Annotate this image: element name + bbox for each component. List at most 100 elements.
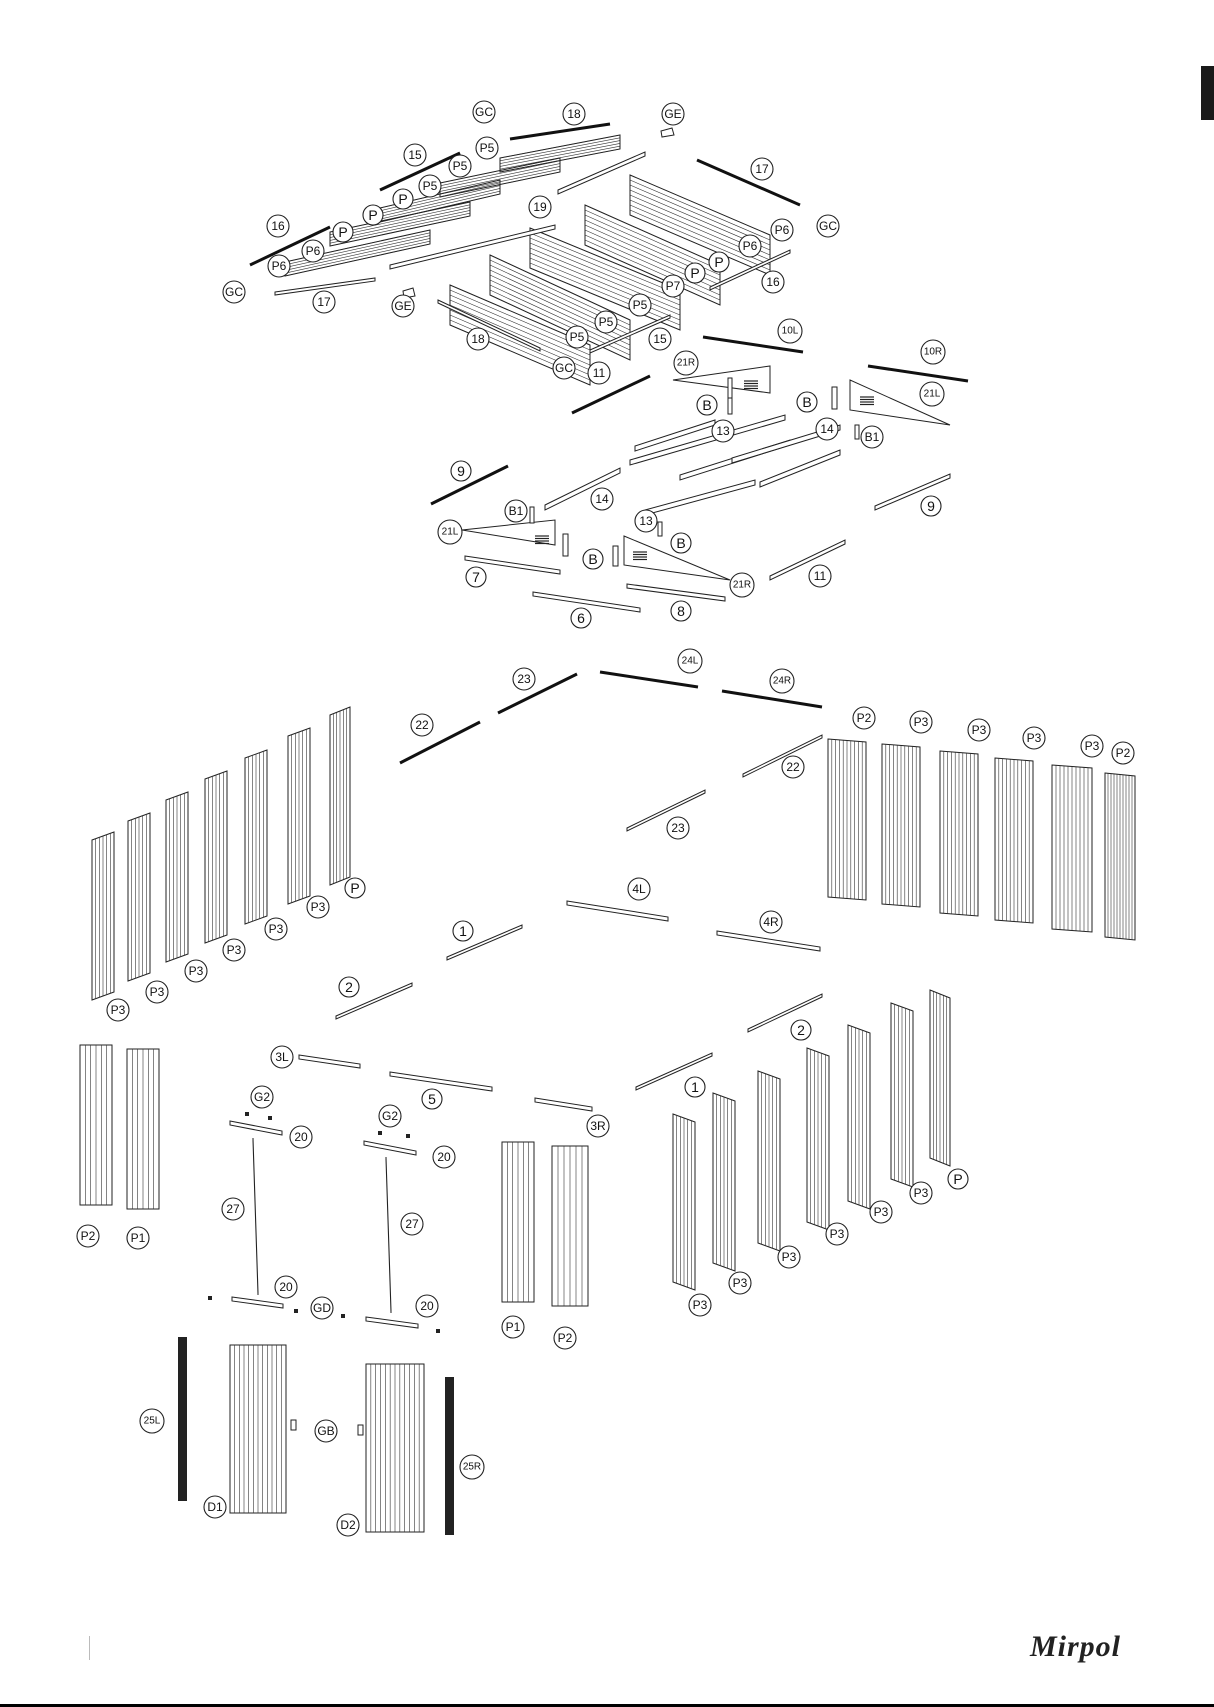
part-callout: P1: [501, 1315, 525, 1339]
part-callout: P2: [852, 706, 876, 730]
beam: [389, 1071, 493, 1092]
callout-label: 21R: [677, 358, 695, 369]
callout-label: 1: [691, 1079, 699, 1095]
part-callout: P6: [267, 254, 291, 278]
thick-bar: [721, 689, 823, 709]
roof-rib: [584, 234, 721, 296]
beam: [566, 900, 669, 922]
callout-circle: [267, 254, 291, 278]
roof-outline: [439, 157, 561, 198]
callout-circle: [648, 327, 672, 351]
part-callout: 20: [289, 1125, 313, 1149]
roof-rib: [449, 294, 591, 356]
gable-triangle: [623, 535, 731, 581]
wall-panel: [929, 989, 951, 1167]
callout-circle: [391, 294, 415, 318]
roof-rib: [629, 179, 771, 241]
part-callout: P: [684, 262, 706, 284]
beam: [634, 419, 716, 452]
callout-label: 9: [457, 463, 465, 479]
fastener: [406, 1134, 410, 1138]
callout-circle: [221, 1197, 245, 1221]
wall-panel: [827, 738, 867, 901]
part-callout: GB: [314, 1419, 338, 1443]
wall-panel: [165, 791, 189, 963]
part-callout: 2: [338, 976, 360, 998]
part-callout: 2: [790, 1019, 812, 1041]
callout-circle: [728, 1271, 752, 1295]
callout-circle: [869, 1200, 893, 1224]
roof-outline: [449, 284, 591, 386]
callout-circle: [362, 204, 384, 226]
wall-panel: [551, 1145, 589, 1307]
part-callout: P: [392, 188, 414, 210]
beam: [626, 789, 706, 832]
part-callout: 7: [465, 566, 487, 588]
callout-circle: [106, 998, 130, 1022]
callout-label: P: [398, 191, 407, 207]
wall-panel: [672, 1113, 696, 1291]
part-callout: P3: [967, 718, 991, 742]
part-callout: 22: [781, 755, 805, 779]
callout-label: P2: [558, 1331, 573, 1345]
callout-circle: [852, 706, 876, 730]
part-callout: B: [582, 548, 604, 570]
part-callout: 25L: [139, 1408, 165, 1434]
part-callout: 27: [221, 1197, 245, 1221]
callout-label: 14: [595, 492, 609, 506]
roof-rib: [329, 204, 471, 236]
bracket: [854, 424, 860, 440]
fastener: [245, 1112, 249, 1116]
part-callout: B1: [860, 425, 884, 449]
wall-panel: [126, 1048, 160, 1210]
fastener: [436, 1329, 440, 1333]
part-callout: P: [332, 221, 354, 243]
callout-label: 4R: [763, 915, 779, 929]
wall-panel: [806, 1047, 830, 1231]
part-callout: 14: [815, 417, 839, 441]
part-callout: 18: [562, 102, 586, 126]
roof-rib: [489, 284, 631, 351]
callout-label: 20: [279, 1280, 293, 1294]
callout-circle: [777, 318, 803, 344]
part-callout: 9: [450, 460, 472, 482]
footer-divider: [89, 1636, 90, 1660]
wall-panel: [329, 706, 351, 886]
callout-label: P3: [1085, 739, 1100, 753]
callout-label: P3: [874, 1205, 889, 1219]
roof-panel: [529, 227, 681, 331]
part-callout: 25R: [459, 1454, 485, 1480]
beam: [874, 473, 951, 511]
part-callout: 3R: [586, 1114, 610, 1138]
callout-circle: [673, 350, 699, 376]
part-callout: 19: [528, 195, 552, 219]
callout-circle: [466, 327, 490, 351]
part-callout: 16: [266, 214, 290, 238]
callout-circle: [465, 566, 487, 588]
callout-circle: [314, 1419, 338, 1443]
callout-label: P7: [666, 279, 681, 293]
callout-circle: [919, 381, 945, 407]
part-callout: 17: [750, 157, 774, 181]
callout-label: 13: [639, 514, 653, 528]
callout-label: 8: [677, 603, 685, 619]
wall-panel: [244, 749, 268, 925]
beam: [534, 1097, 593, 1112]
wall-panel: [229, 1344, 287, 1514]
callout-label: 15: [653, 332, 667, 346]
callout-circle: [860, 425, 884, 449]
thick-bar: [430, 464, 509, 506]
part-callout: GE: [391, 294, 415, 318]
callout-label: P3: [972, 723, 987, 737]
beam: [532, 591, 641, 613]
callout-circle: [421, 1088, 443, 1110]
callout-circle: [761, 270, 785, 294]
part-callout: 4R: [759, 910, 783, 934]
callout-circle: [750, 157, 774, 181]
callout-circle: [139, 1408, 165, 1434]
callout-circle: [634, 509, 658, 533]
part-callout: 10L: [777, 318, 803, 344]
callout-label: GC: [819, 219, 837, 233]
thick-bar: [696, 158, 801, 207]
